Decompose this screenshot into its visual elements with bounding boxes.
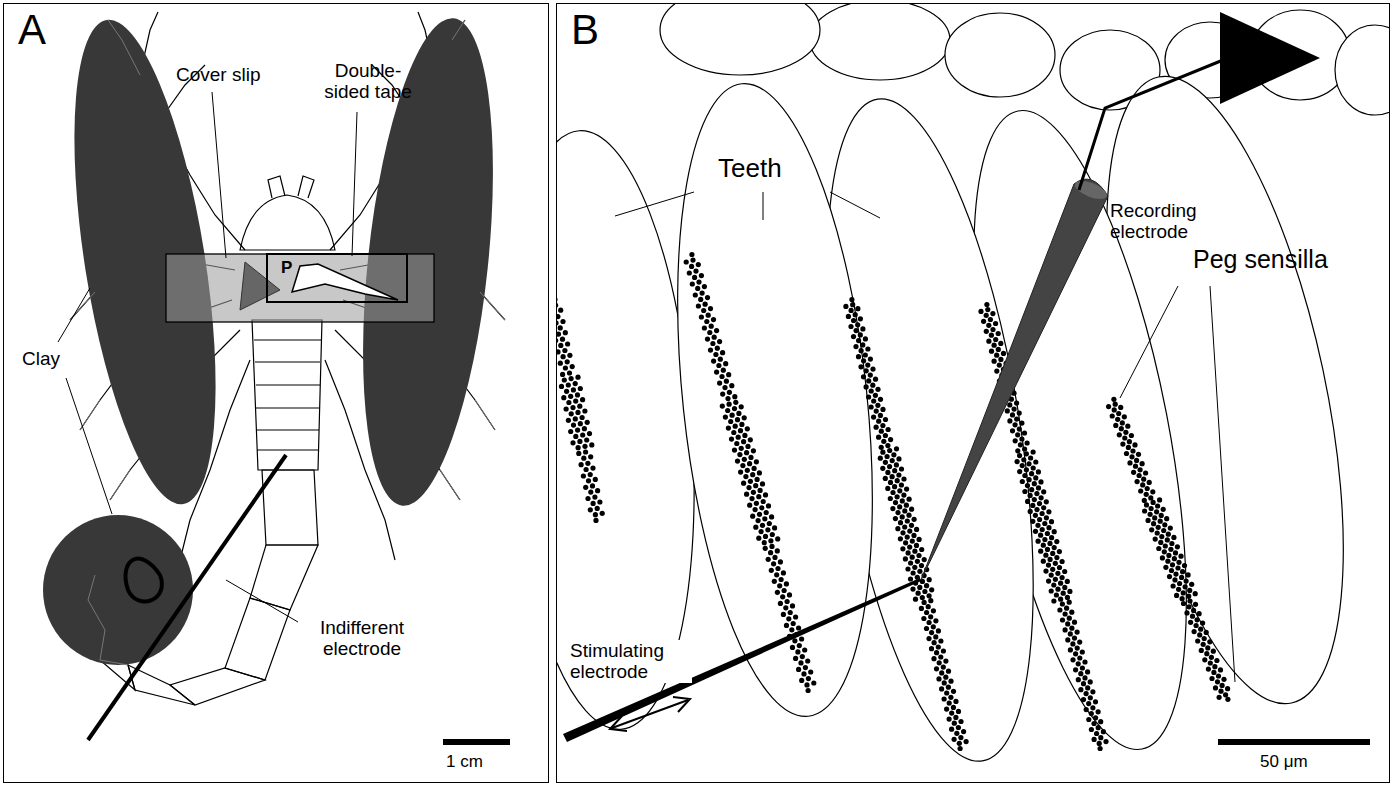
scale-bar: [1218, 739, 1370, 745]
part-label: P: [281, 258, 292, 277]
pectine: [292, 264, 398, 300]
part-label: Indifferent electrode: [300, 617, 424, 660]
stimulating-electrode: [563, 578, 921, 742]
double-sided-tape: [267, 254, 407, 302]
part-label: Clay: [22, 348, 60, 369]
electrode-loop: [126, 559, 162, 602]
part-label: 50 μm: [1260, 752, 1308, 771]
clay: [43, 11, 513, 665]
cover-slip: [166, 254, 434, 322]
leader-lines: [615, 192, 1235, 682]
part-label: Recording electrode: [1110, 200, 1220, 243]
part-label: Teeth: [718, 154, 782, 183]
part-label: Stimulating electrode: [568, 640, 692, 683]
peg-sensilla-dots: [557, 252, 1231, 751]
panel-letter: B: [571, 6, 599, 54]
panel: A: [3, 3, 549, 783]
part-label: Double-sided tape: [318, 60, 418, 103]
panel-letter: A: [18, 6, 46, 54]
part-label: Cover slip: [176, 64, 260, 85]
clay-covered-parts: [70, 20, 505, 665]
pecten-teeth: [557, 4, 1389, 775]
scale-bar: [443, 739, 510, 745]
electrode-top: [1073, 177, 1110, 203]
electrode-wire: [1079, 58, 1228, 190]
part-label: Peg sensilla: [1193, 245, 1328, 273]
amplifier: [1220, 12, 1320, 104]
part-label: 1 cm: [446, 752, 483, 771]
leader-lines: [58, 92, 357, 622]
recording-electrode: [921, 179, 1108, 580]
double-arrow: [610, 697, 690, 731]
